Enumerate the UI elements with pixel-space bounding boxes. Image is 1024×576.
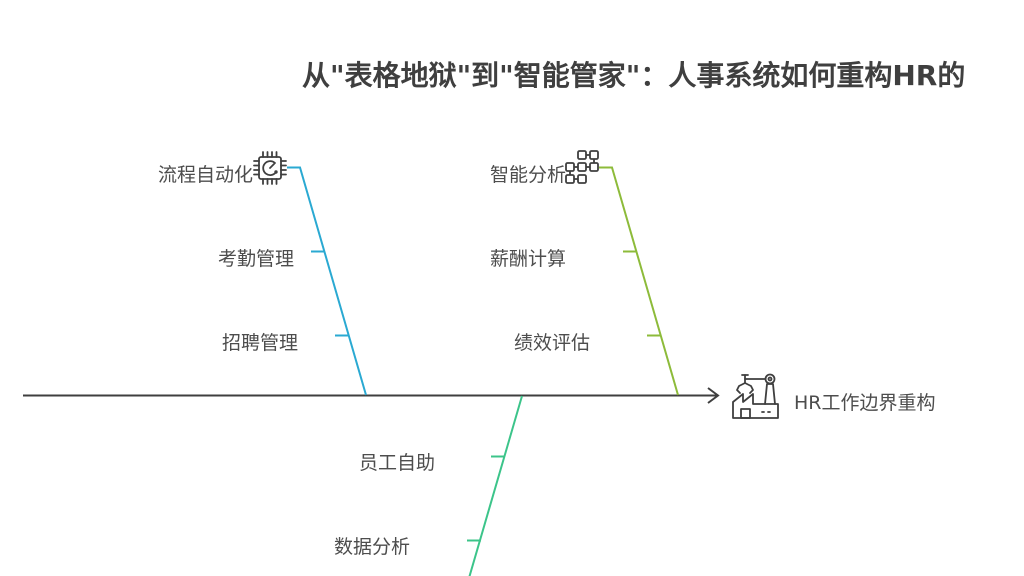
- cause-label: 数据分析: [334, 536, 411, 558]
- cause-label: 员工自助: [359, 452, 436, 474]
- cause-label: 薪酬计算: [490, 248, 567, 270]
- factory-robot-arm-icon: [732, 373, 779, 419]
- network-nodes-icon: [565, 150, 599, 184]
- cause-label: 招聘管理: [222, 332, 299, 354]
- processor-chip-icon: [253, 151, 287, 185]
- cause-label: 绩效评估: [514, 332, 591, 354]
- category-label-automation: 流程自动化: [158, 164, 254, 186]
- arrow-head-icon: [707, 387, 720, 404]
- effect-label: HR工作边界重构: [794, 392, 936, 414]
- branch-intelligence-bone: [599, 166, 679, 396]
- spine: [23, 387, 720, 404]
- branch-automation-bone: [287, 166, 367, 396]
- category-label-intelligence: 智能分析: [490, 164, 567, 186]
- diagram-title: 从"表格地狱"到"智能管家"：人事系统如何重构HR的: [302, 59, 966, 92]
- branch-employee-bone: [467, 395, 523, 576]
- cause-label: 考勤管理: [218, 248, 295, 270]
